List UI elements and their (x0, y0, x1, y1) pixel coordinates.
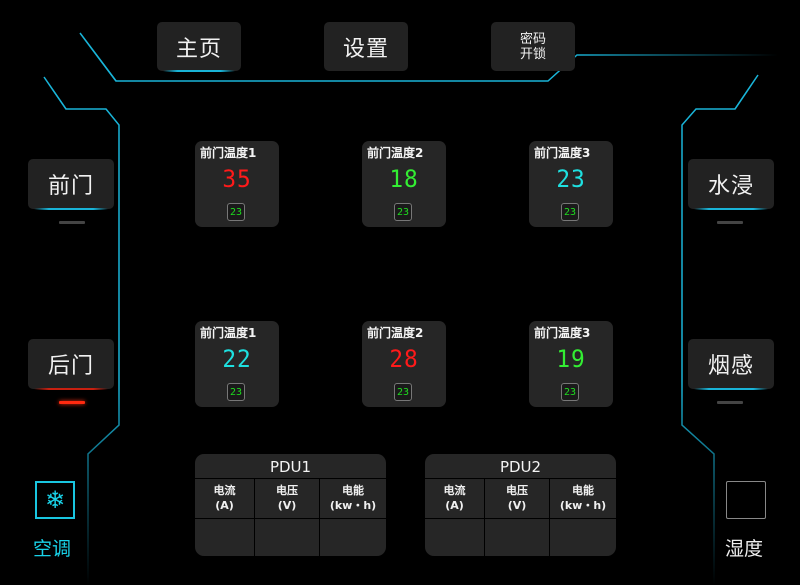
back-door-label: 后门 (47, 354, 94, 379)
back-door-glow (34, 388, 108, 390)
home-button[interactable]: 主页 (157, 22, 241, 72)
pdu-voltage-value (255, 521, 319, 555)
temp-sensor-card[interactable]: 前门温度2 28 23 (362, 321, 446, 407)
pdu-title: PDU1 (269, 458, 312, 476)
pdu-table: 电流(A) 电压(V) 电能(kw・h) (195, 478, 386, 556)
setpoint-value: 23 (561, 203, 579, 221)
settings-button[interactable]: 设置 (324, 22, 408, 71)
setpoint-value: 23 (561, 383, 579, 401)
temp-sensor-card[interactable]: 前门温度3 19 23 (529, 321, 613, 407)
pdu-column-voltage: 电压(V) (506, 484, 528, 512)
water-leak-status-indicator (717, 221, 743, 224)
smoke-label: 烟感 (707, 354, 754, 379)
pdu-energy-value (550, 521, 616, 555)
temp-sensor-card[interactable]: 前门温度1 35 23 (195, 141, 279, 227)
setpoint-value: 23 (394, 203, 412, 221)
sensor-title: 前门温度3 (534, 326, 591, 340)
ac-button[interactable]: ❄ (35, 481, 75, 519)
humidity-label: 湿度 (725, 538, 764, 560)
setpoint-value: 23 (394, 383, 412, 401)
pdu-column-energy: 电能(kw・h) (559, 484, 607, 512)
ac-label: 空调 (33, 538, 72, 560)
sensor-title: 前门温度1 (200, 326, 257, 340)
temp-sensor-card[interactable]: 前门温度2 18 23 (362, 141, 446, 227)
smoke-button[interactable]: 烟感 (688, 339, 774, 390)
front-door-button[interactable]: 前门 (28, 159, 114, 210)
pdu-energy-value (320, 521, 386, 555)
sensor-title: 前门温度2 (367, 146, 424, 160)
pdu-column-current: 电流(A) (213, 484, 236, 512)
front-door-status-indicator (59, 221, 85, 224)
front-door-label: 前门 (47, 174, 94, 199)
front-door-glow (34, 208, 108, 210)
water-leak-button[interactable]: 水浸 (688, 159, 774, 210)
pdu-current-value (425, 521, 484, 555)
home-label: 主页 (175, 36, 222, 62)
smoke-glow (694, 388, 768, 390)
setpoint-value: 23 (227, 203, 245, 221)
pdu-column-voltage: 电压(V) (276, 484, 298, 512)
password-unlock-button[interactable]: 密码 开锁 (491, 22, 575, 71)
water-leak-glow (694, 208, 768, 210)
smoke-status-indicator (717, 401, 743, 404)
settings-label: 设置 (342, 36, 389, 62)
pdu-column-current: 电流(A) (443, 484, 466, 512)
temp-sensor-card[interactable]: 前门温度3 23 23 (529, 141, 613, 227)
setpoint-value: 23 (227, 383, 245, 401)
active-indicator (163, 70, 235, 72)
snowflake-icon: ❄ (44, 486, 66, 514)
sensor-value: 35 (222, 165, 252, 193)
sensor-title: 前门温度3 (534, 146, 591, 160)
pdu-current-value (195, 521, 254, 555)
sensor-title: 前门温度2 (367, 326, 424, 340)
back-door-button[interactable]: 后门 (28, 339, 114, 390)
sensor-title: 前门温度1 (200, 146, 257, 160)
sensor-value: 22 (222, 345, 252, 373)
temp-sensor-card[interactable]: 前门温度1 22 23 (195, 321, 279, 407)
back-door-status-indicator (59, 401, 85, 404)
pdu-column-energy: 电能(kw・h) (329, 484, 377, 512)
unlock-label-line1: 密码 (519, 31, 546, 47)
pdu-title: PDU2 (499, 458, 542, 476)
water-leak-label: 水浸 (707, 174, 754, 199)
sensor-value: 19 (556, 345, 586, 373)
humidity-button[interactable] (726, 481, 766, 519)
pdu2-panel: PDU2 电流(A) 电压(V) 电能(kw・h) (425, 454, 616, 556)
sensor-value: 18 (389, 165, 419, 193)
pdu1-panel: PDU1 电流(A) 电压(V) 电能(kw・h) (195, 454, 386, 556)
pdu-table: 电流(A) 电压(V) 电能(kw・h) (425, 478, 616, 556)
unlock-label-line2: 开锁 (519, 46, 546, 62)
sensor-value: 28 (389, 345, 419, 373)
sensor-value: 23 (556, 165, 586, 193)
pdu-voltage-value (485, 521, 549, 555)
